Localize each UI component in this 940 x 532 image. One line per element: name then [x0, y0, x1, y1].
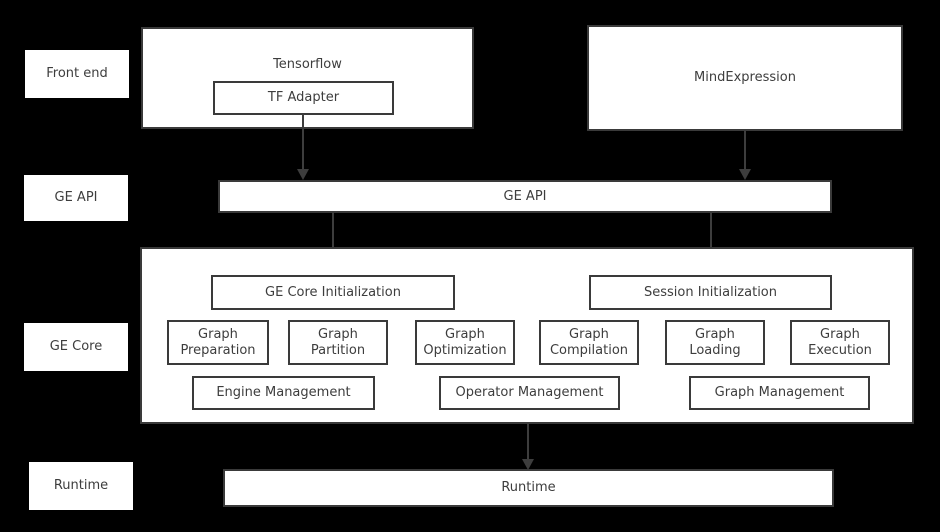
- graph-optimization-line-1: Graph: [445, 327, 485, 343]
- graph-partition-line-1: Graph: [318, 327, 358, 343]
- layer-label-ge-api: GE API: [24, 175, 128, 221]
- graph-partition-line-2: Partition: [310, 342, 366, 358]
- session-initialization-box[interactable]: Session Initialization: [589, 275, 832, 310]
- graph-execution-box[interactable]: Graph Execution: [790, 320, 890, 365]
- layer-label-front-end: Front end: [25, 50, 129, 98]
- graph-compilation-box[interactable]: Graph Compilation: [539, 320, 639, 365]
- graph-execution-line-2: Execution: [808, 342, 872, 358]
- layer-label-runtime: Runtime: [29, 462, 133, 510]
- arrow-mindexpression-to-ge-api: [737, 131, 753, 180]
- graph-management-box[interactable]: Graph Management: [689, 376, 870, 410]
- layer-label-ge-core: GE Core: [24, 323, 128, 371]
- graph-partition-box[interactable]: Graph Partition: [288, 320, 388, 365]
- graph-compilation-line-1: Graph: [569, 327, 609, 343]
- ge-api-bar[interactable]: GE API: [218, 180, 832, 213]
- tensorflow-label: Tensorflow: [273, 57, 342, 72]
- graph-loading-line-1: Graph: [695, 327, 735, 343]
- graph-loading-line-2: Loading: [689, 342, 741, 358]
- graph-loading-box[interactable]: Graph Loading: [665, 320, 765, 365]
- tf-adapter-box[interactable]: TF Adapter: [213, 81, 394, 115]
- graph-compilation-line-2: Compilation: [549, 342, 629, 358]
- graph-preparation-line-2: Preparation: [180, 342, 256, 358]
- arrow-ge-core-to-runtime: [520, 423, 536, 471]
- operator-management-box[interactable]: Operator Management: [439, 376, 620, 410]
- graph-preparation-box[interactable]: Graph Preparation: [167, 320, 269, 365]
- graph-optimization-box[interactable]: Graph Optimization: [415, 320, 515, 365]
- mindexpression-box[interactable]: MindExpression: [587, 25, 903, 131]
- graph-optimization-line-2: Optimization: [423, 342, 507, 358]
- engine-management-box[interactable]: Engine Management: [192, 376, 375, 410]
- runtime-bar[interactable]: Runtime: [223, 469, 834, 507]
- ge-core-initialization-box[interactable]: GE Core Initialization: [211, 275, 455, 310]
- graph-preparation-line-1: Graph: [198, 327, 238, 343]
- graph-execution-line-1: Graph: [820, 327, 860, 343]
- arrow-tf-adapter-to-ge-api: [295, 114, 311, 180]
